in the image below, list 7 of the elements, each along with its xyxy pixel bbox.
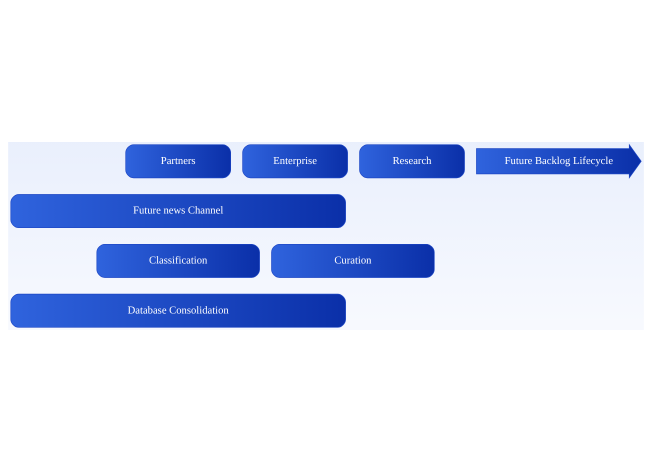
node-box: Classification bbox=[96, 244, 260, 278]
node-box: Enterprise bbox=[242, 144, 348, 178]
node-box: Partners bbox=[125, 144, 231, 178]
node-box: Database Consolidation bbox=[10, 294, 346, 328]
node-box: Research bbox=[359, 144, 465, 178]
node-box: Future news Channel bbox=[10, 194, 346, 228]
node-box: Curation bbox=[271, 244, 435, 278]
